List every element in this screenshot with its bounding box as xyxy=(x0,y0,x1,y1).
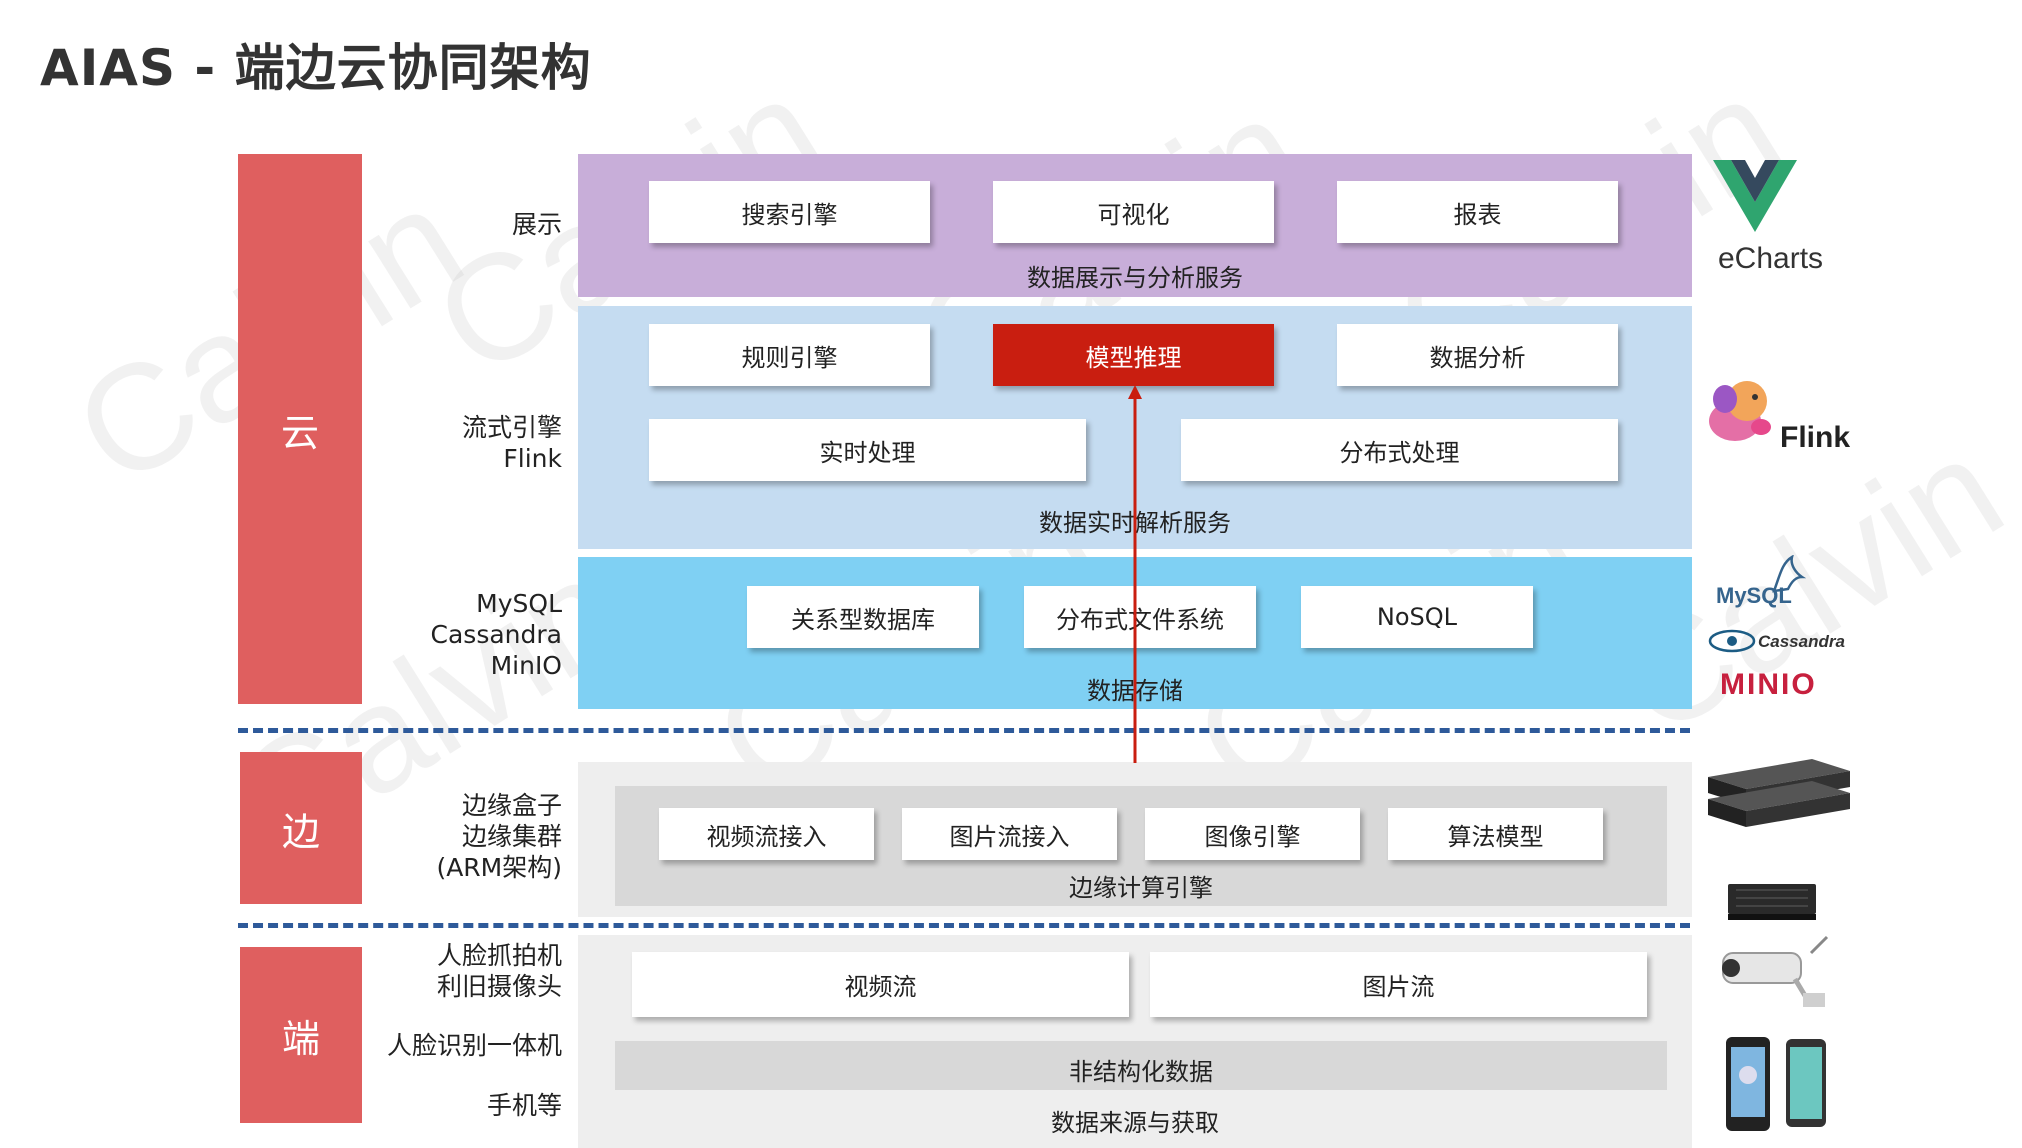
side-label-display: 展示 xyxy=(512,209,562,240)
side-label-text: MySQL xyxy=(476,589,562,618)
flink-logo-text: Flink xyxy=(1780,421,1851,454)
side-label-storage: MySQL Cassandra MinIO xyxy=(431,588,562,681)
box-label: NoSQL xyxy=(1376,603,1458,631)
tier-end-label: 端 xyxy=(281,1016,320,1061)
display-box-report: 报表 xyxy=(1337,181,1618,243)
tier-cloud-label: 云 xyxy=(280,410,319,455)
side-label-text: (ARM架构) xyxy=(436,853,562,882)
side-label-end-a: 人脸抓拍机 利旧摄像头 xyxy=(437,940,562,1002)
side-label-text: 展示 xyxy=(511,210,562,239)
unstructured-data-label: 非结构化数据 xyxy=(1069,1058,1213,1086)
side-label-text: 利旧摄像头 xyxy=(436,972,562,1001)
edge-box-image-ingest: 图片流接入 xyxy=(902,808,1117,860)
rack-server-icon xyxy=(1708,759,1850,827)
box-label: 图片流 xyxy=(1362,973,1435,1001)
box-label: 视频流接入 xyxy=(706,822,827,851)
side-label-text: 边缘集群 xyxy=(461,822,562,851)
edge-box-algorithm: 算法模型 xyxy=(1388,808,1603,860)
end-box-image-stream: 图片流 xyxy=(1150,952,1647,1017)
storage-box-relational: 关系型数据库 xyxy=(747,586,979,648)
data-flow-arrow xyxy=(1128,385,1142,763)
cassandra-eye-icon xyxy=(1708,629,1756,653)
box-label: 分布式处理 xyxy=(1339,438,1460,467)
stream-box-realtime: 实时处理 xyxy=(649,419,1086,481)
box-label: 实时处理 xyxy=(819,438,916,467)
unstructured-data-bar xyxy=(615,1041,1667,1090)
box-label: 搜索引擎 xyxy=(741,200,838,229)
side-label-text: 手机等 xyxy=(486,1091,562,1120)
box-label: 模型推理 xyxy=(1085,343,1182,372)
box-label: 数据分析 xyxy=(1429,343,1526,372)
storage-box-nosql: NoSQL xyxy=(1301,586,1533,648)
display-box-search: 搜索引擎 xyxy=(649,181,930,243)
edge-box-video-ingest: 视频流接入 xyxy=(659,808,874,860)
side-label-text: MinIO xyxy=(490,651,562,680)
mysql-logo-text: MySQL xyxy=(1716,583,1792,608)
box-label: 关系型数据库 xyxy=(791,605,935,634)
page-title: AIAS - 端边云协同架构 xyxy=(40,39,592,97)
side-label-text: 人脸识别一体机 xyxy=(386,1031,562,1060)
minio-logo-text: MINIO xyxy=(1720,668,1817,701)
box-label: 图像引擎 xyxy=(1204,822,1301,851)
side-label-text: 边缘盒子 xyxy=(461,791,562,820)
end-box-video-stream: 视频流 xyxy=(632,952,1129,1017)
edge-caption: 边缘计算引擎 xyxy=(1069,874,1213,902)
tier-edge-label: 边 xyxy=(281,809,320,854)
box-label: 视频流 xyxy=(844,973,917,1001)
box-label: 报表 xyxy=(1453,200,1502,229)
side-label-edge: 边缘盒子 边缘集群 (ARM架构) xyxy=(436,790,562,883)
side-label-text: Flink xyxy=(503,444,562,473)
separator-edge-end xyxy=(238,923,1690,928)
mysql-dolphin-icon xyxy=(1772,555,1806,593)
edge-box-image-engine: 图像引擎 xyxy=(1145,808,1360,860)
side-label-end-c: 手机等 xyxy=(487,1090,562,1121)
box-label: 图片流接入 xyxy=(949,822,1070,851)
cassandra-logo-text: Cassandra xyxy=(1758,632,1845,651)
echarts-logo-text: eCharts xyxy=(1718,242,1824,275)
stream-box-distributed: 分布式处理 xyxy=(1181,419,1618,481)
box-label: 可视化 xyxy=(1097,200,1170,229)
face-recognition-terminal-icon xyxy=(1726,1037,1826,1131)
side-label-end-b: 人脸识别一体机 xyxy=(387,1030,562,1061)
box-label: 算法模型 xyxy=(1447,822,1544,851)
side-label-text: 人脸抓拍机 xyxy=(436,941,562,970)
stream-box-analysis: 数据分析 xyxy=(1337,324,1618,386)
box-label: 规则引擎 xyxy=(741,343,838,372)
stream-box-model-inference: 模型推理 xyxy=(993,324,1274,386)
storage-box-dfs: 分布式文件系统 xyxy=(1024,586,1256,648)
tier-edge: 边 xyxy=(240,752,362,904)
side-label-stream: 流式引擎 Flink xyxy=(462,412,562,474)
flink-squirrel-icon xyxy=(1709,381,1771,441)
tier-cloud: 云 xyxy=(238,154,362,704)
security-camera-icon xyxy=(1722,935,1829,1007)
separator-cloud-edge xyxy=(238,728,1690,733)
side-label-text: Cassandra xyxy=(430,620,562,649)
vue-logo-icon xyxy=(1713,160,1797,232)
edge-box-device-icon xyxy=(1728,884,1816,920)
stream-box-rules: 规则引擎 xyxy=(649,324,930,386)
display-box-visualization: 可视化 xyxy=(993,181,1274,243)
tier-end: 端 xyxy=(240,947,362,1123)
end-caption: 数据来源与获取 xyxy=(1051,1109,1219,1137)
box-label: 分布式文件系统 xyxy=(1056,605,1224,634)
display-caption: 数据展示与分析服务 xyxy=(1027,264,1243,292)
side-label-text: 流式引擎 xyxy=(461,413,562,442)
